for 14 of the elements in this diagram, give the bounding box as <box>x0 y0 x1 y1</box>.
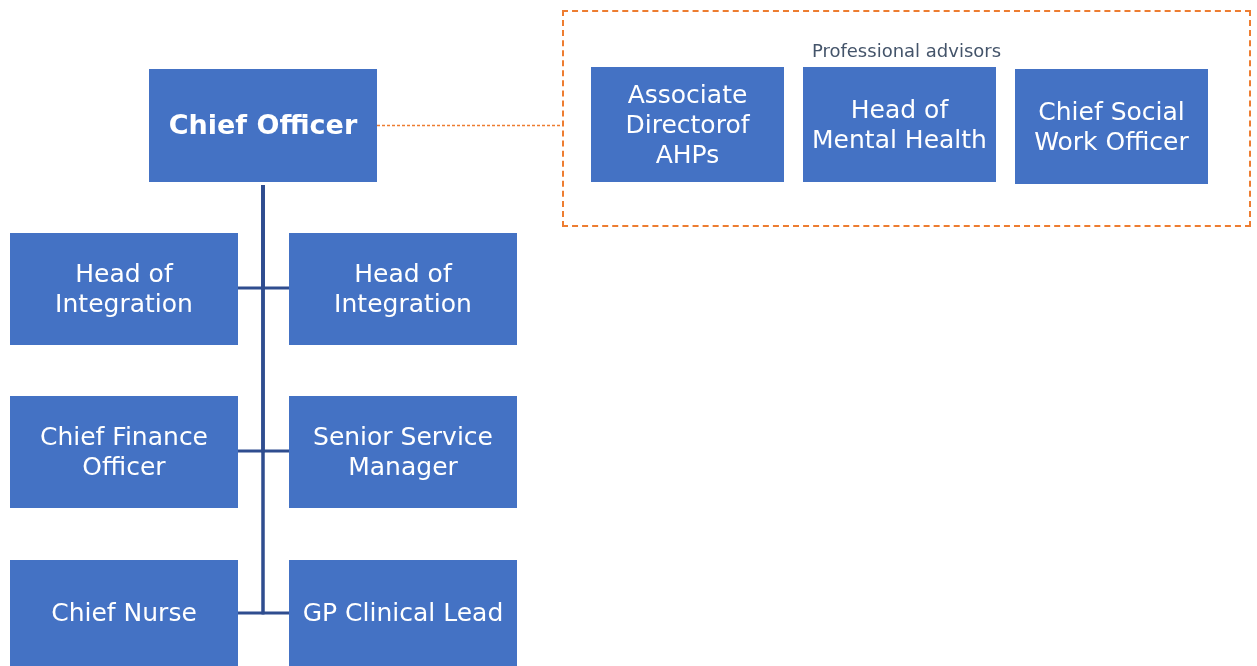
org-chart-connector <box>261 185 289 615</box>
role-box: Associate Directorof AHPs <box>591 67 784 182</box>
role-box: Chief Finance Officer <box>10 396 238 508</box>
role-box: Chief Officer <box>149 69 377 182</box>
dashed-group-frame <box>562 10 1251 227</box>
role-box: Head of Mental Health <box>803 67 996 182</box>
group-title: Professional advisors <box>811 40 1002 61</box>
role-box: Chief Nurse <box>10 560 238 666</box>
role-box: Head of Integration <box>289 233 517 345</box>
role-box: GP Clinical Lead <box>289 560 517 666</box>
role-box: Senior Service Manager <box>289 396 517 508</box>
role-box: Chief Social Work Officer <box>1015 69 1208 184</box>
role-box: Head of Integration <box>10 233 238 345</box>
dashed-connector <box>376 124 563 127</box>
